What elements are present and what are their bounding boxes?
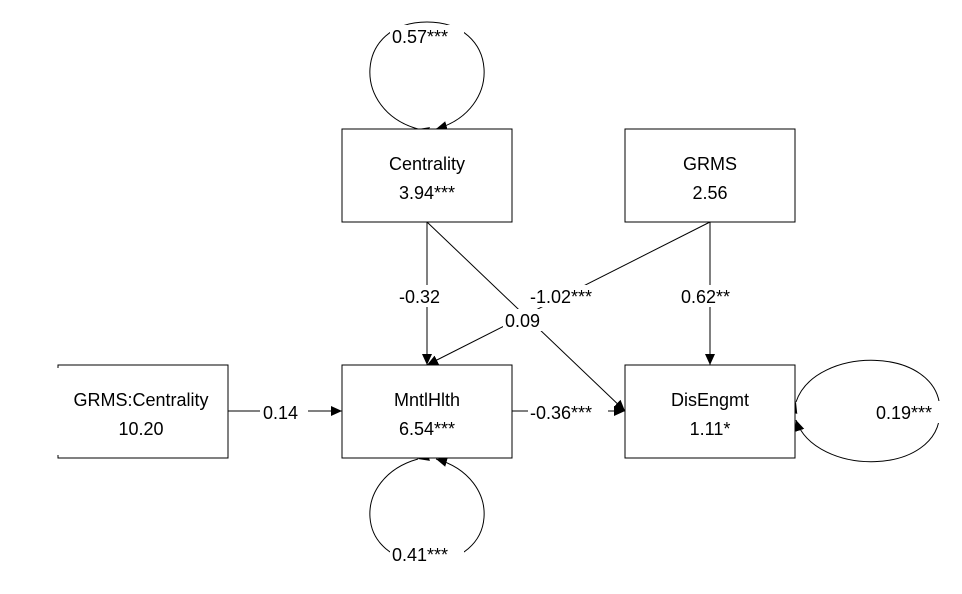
label-centrality-to-disengmt: 0.09 <box>505 311 540 331</box>
label-mntlhlth-disengmt-cov: -0.36*** <box>530 403 592 423</box>
label-grms-to-disengmt: 0.62** <box>681 287 730 307</box>
label-interaction-to-mntlhlth: 0.14 <box>263 403 298 423</box>
node-disengmt: DisEngmt 1.11* <box>624 364 796 459</box>
node-mntlhlth-value: 6.54*** <box>399 419 455 439</box>
label-variance-disengmt: 0.19*** <box>876 403 932 423</box>
label-centrality-to-mntlhlth: -0.32 <box>399 287 440 307</box>
node-mntlhlth-name: MntlHlth <box>394 390 460 410</box>
node-grms: GRMS 2.56 <box>624 128 796 223</box>
variance-loop-centrality <box>369 21 485 137</box>
node-centrality: Centrality 3.94*** <box>341 128 513 223</box>
node-centrality-value: 3.94*** <box>399 183 455 203</box>
label-variance-centrality: 0.57*** <box>392 27 448 47</box>
node-grms-value: 2.56 <box>692 183 727 203</box>
node-disengmt-name: DisEngmt <box>671 390 749 410</box>
node-interaction-name: GRMS:Centrality <box>73 390 208 410</box>
node-centrality-name: Centrality <box>389 154 465 174</box>
node-interaction: GRMS:Centrality 10.20 <box>57 364 229 459</box>
label-grms-to-mntlhlth: -1.02*** <box>530 287 592 307</box>
label-variance-mntlhlth: 0.41*** <box>392 545 448 565</box>
node-interaction-value: 10.20 <box>118 419 163 439</box>
node-disengmt-value: 1.11* <box>690 419 731 439</box>
node-grms-name: GRMS <box>683 154 737 174</box>
node-mntlhlth: MntlHlth 6.54*** <box>341 364 513 459</box>
